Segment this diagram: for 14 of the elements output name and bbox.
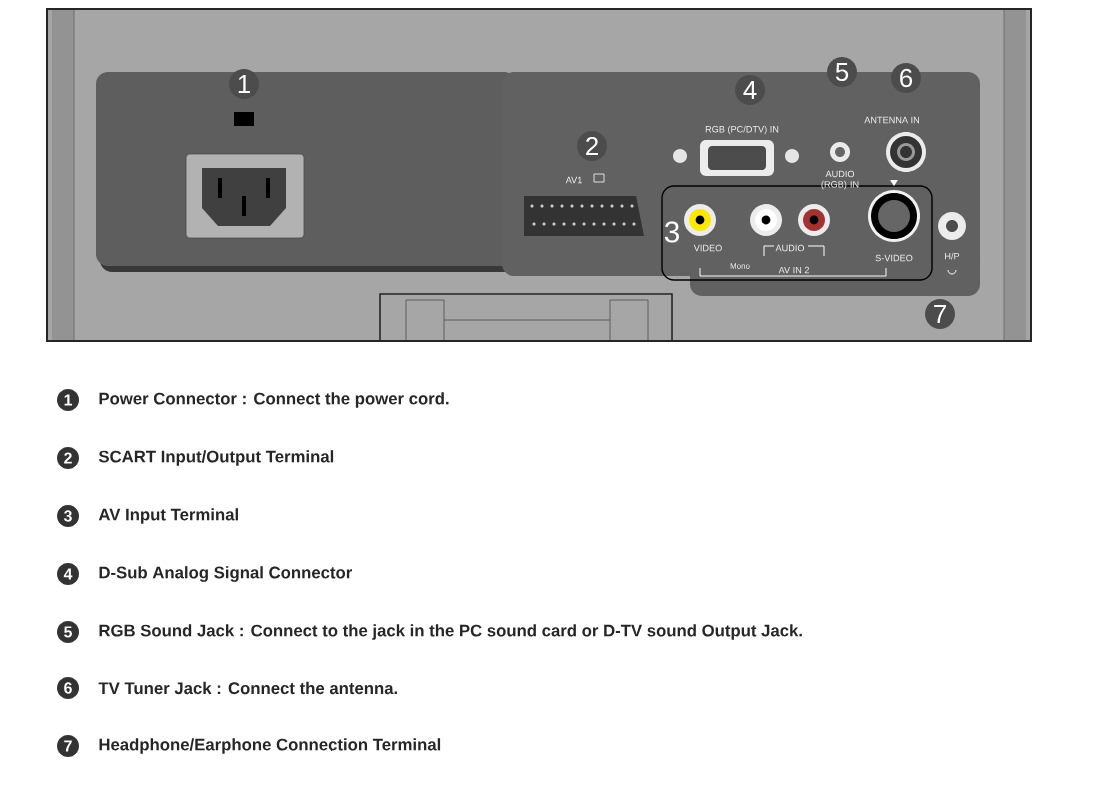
description-text: AV Input Terminal [98, 508, 238, 524]
description-text: TV Tuner Jack : Connect the antenna. [98, 681, 397, 695]
description-text: D-Sub Analog Signal Connector [99, 566, 352, 582]
callout-number: 2 [577, 131, 607, 161]
description-text: Power Connector : Connect the power cord. [99, 392, 449, 408]
callout-number: 3 [664, 221, 679, 243]
description-text: Headphone/Earphone Connection Terminal [99, 738, 441, 754]
callout-number: 4 [735, 75, 765, 105]
callout-number: 5 [827, 57, 857, 87]
description-text: SCART Input/Output Terminal [98, 450, 334, 466]
callout-number: 6 [891, 63, 921, 93]
callout-number: 7 [925, 299, 955, 329]
description-text: RGB Sound Jack : Connect to the jack in the PC sound card or D-TV sound Output Jack. [99, 624, 802, 640]
callout-number: 1 [229, 69, 259, 99]
